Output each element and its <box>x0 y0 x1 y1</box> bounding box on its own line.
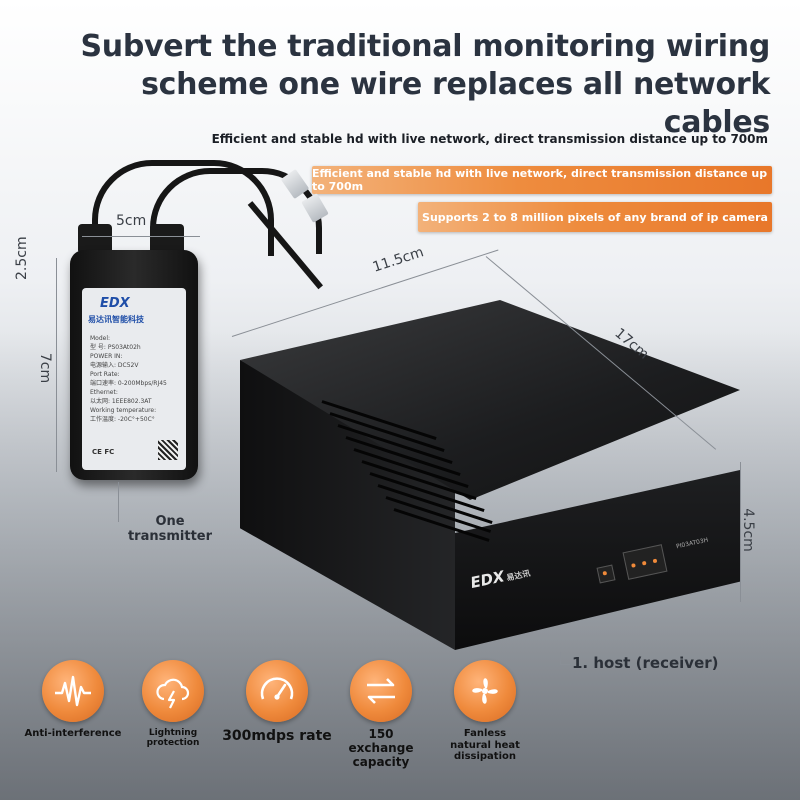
transmitter-device: EDX 易达讯智能科技 Model: 型 号: PS03At02h POWER … <box>70 250 198 480</box>
transmitter-plug-right <box>150 224 184 252</box>
transmitter-caption-line-1: One <box>155 514 185 529</box>
subtitle-banner-distance: Efficient and stable hd with live networ… <box>312 166 772 194</box>
feature-circle <box>142 660 204 722</box>
headline-line-2: scheme one wire replaces all network cab… <box>141 67 770 140</box>
spec-line: 端口速率: 0-200Mbps/RJ45 <box>90 380 167 387</box>
spec-line: Model: <box>90 335 111 342</box>
spec-line: 工作温度: -20C°+50C° <box>90 416 155 423</box>
dim-host-width: 11.5cm <box>370 244 426 276</box>
dim-transmitter-width: 5cm <box>116 213 147 229</box>
dim-host-height: 4.5cm <box>739 508 756 552</box>
feature-circle <box>42 660 104 722</box>
certification-marks: CE FC <box>92 448 115 456</box>
transmitter-brand-logo: EDX <box>100 296 130 311</box>
spec-line: Working temperature: <box>90 407 157 414</box>
feature-lightning-protection: Lightning protection <box>118 660 228 749</box>
feature-circle <box>350 660 412 722</box>
caption-tick-transmitter <box>118 482 119 522</box>
transmitter-company: 易达讯智能科技 <box>88 315 144 324</box>
feature-label: Lightning protection <box>146 728 200 749</box>
feature-label: Anti-interference <box>24 728 122 739</box>
dim-line-host-height <box>740 462 741 602</box>
caption-tick-host-h <box>560 664 570 665</box>
subtitle-banner-cameras: Supports 2 to 8 million pixels of any br… <box>418 202 772 232</box>
transmitter-label: EDX 易达讯智能科技 Model: 型 号: PS03At02h POWER … <box>82 288 186 470</box>
spec-line: POWER IN: <box>90 353 123 360</box>
dim-transmitter-height: 7cm <box>37 352 54 384</box>
headline: Subvert the traditional monitoring wirin… <box>60 28 770 142</box>
host-caption: 1. host (receiver) <box>572 654 719 672</box>
feature-label: Fanless natural heat dissipation <box>450 728 520 762</box>
dim-transmitter-depth: 2.5cm <box>14 236 30 280</box>
transmitter-caption: One transmitter <box>110 514 230 544</box>
transmitter-spec-list: Model: 型 号: PS03At02h POWER IN: 电源输入: DC… <box>90 334 167 424</box>
power-indicator-icon <box>596 564 616 584</box>
feature-anti-interference: Anti-interference <box>18 660 128 740</box>
headline-line-1: Subvert the traditional monitoring wirin… <box>80 29 770 64</box>
dim-line-transmitter-height <box>56 258 57 472</box>
feature-circle <box>246 660 308 722</box>
subtitle-plain: Efficient and stable hd with live networ… <box>211 132 768 146</box>
spec-line: Ethernet: <box>90 389 118 396</box>
feature-rate: 300mdps rate <box>222 660 332 744</box>
exchange-arrows-icon <box>367 678 395 704</box>
cloud-lightning-icon <box>156 678 190 709</box>
spec-line: 以太网: 1EEE802.3AT <box>90 398 152 405</box>
transmitter-plug-left <box>78 224 112 252</box>
spec-line: Port Rate: <box>90 371 120 378</box>
spec-line: 电源输入: DC52V <box>90 362 139 369</box>
feature-fanless: Fanless natural heat dissipation <box>430 660 540 763</box>
caption-tick-host <box>560 652 561 664</box>
feature-label: 150 exchange capacity <box>348 727 414 769</box>
transmitter-caption-line-2: transmitter <box>127 529 213 544</box>
waveform-icon <box>55 675 91 707</box>
dim-line-transmitter-width <box>82 236 200 237</box>
feature-circle <box>454 660 516 722</box>
speedometer-icon <box>260 677 294 700</box>
qr-code-icon <box>158 440 178 460</box>
spec-line: 型 号: PS03At02h <box>90 344 141 351</box>
fan-icon <box>472 678 498 704</box>
feature-exchange-capacity: 150 exchange capacity <box>326 660 436 769</box>
feature-label: 300mdps rate <box>222 728 332 744</box>
